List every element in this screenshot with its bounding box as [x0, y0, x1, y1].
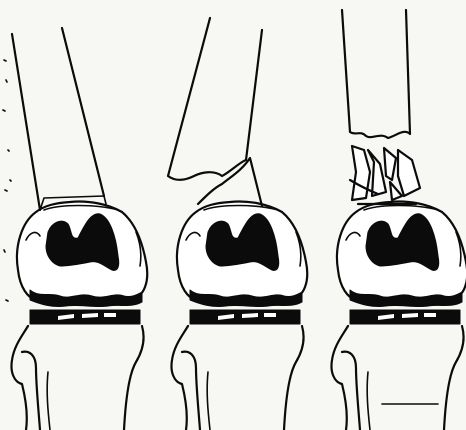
panel-comminuted-fracture [331, 10, 466, 430]
panel-oblique-fracture [168, 18, 307, 430]
panel-intact-femur [3, 28, 147, 430]
femur-upper-shaft [342, 10, 410, 138]
femur-proximal-fragment [168, 18, 262, 180]
femur-shaft [12, 28, 104, 210]
bone-fragments [350, 146, 420, 204]
